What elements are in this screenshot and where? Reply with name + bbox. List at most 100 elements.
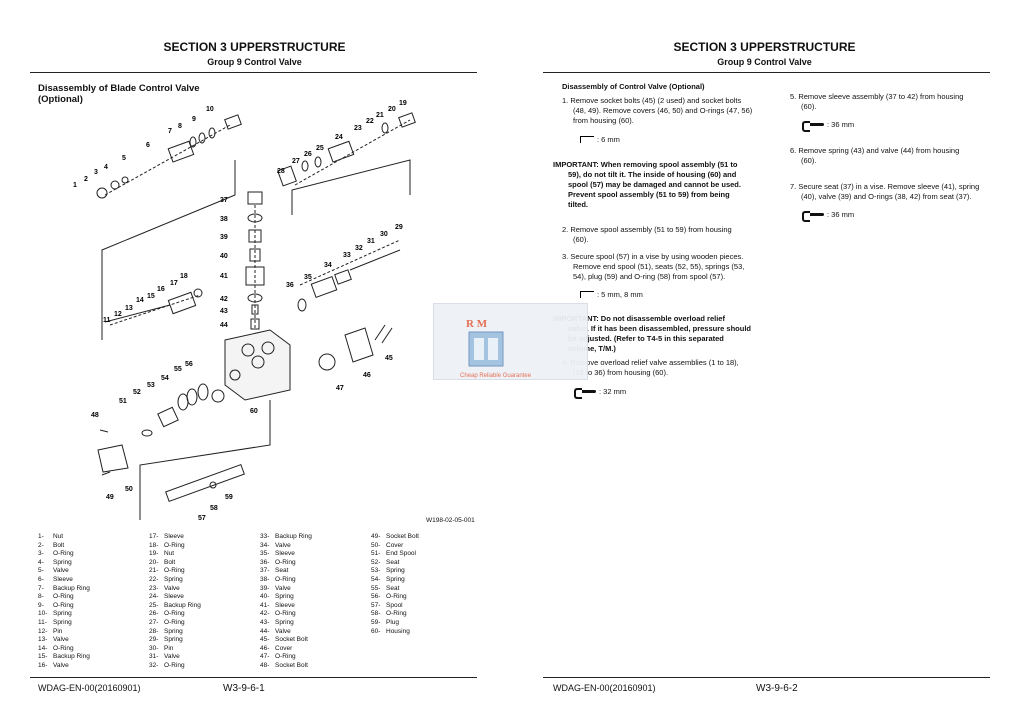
note-line: 59), do not tilt it. The inside of housi…	[568, 170, 737, 179]
legend-part-number: 55-	[371, 584, 381, 592]
legend-row: 15- Backup Ring	[38, 653, 90, 662]
legend-row: 56-O-Ring	[371, 593, 419, 602]
callout-label: 39	[220, 234, 228, 241]
legend-part-name: O-Ring	[386, 593, 407, 601]
step-5: 5. Remove sleeve assembly (37 to 42) fro…	[790, 92, 963, 112]
tool-size: : 36 mm	[827, 210, 855, 219]
legend-part-number: 7-	[38, 584, 44, 592]
legend-row: 27-O-Ring	[149, 619, 201, 628]
tool-spec-7: : 36 mm	[802, 210, 855, 222]
wrench-icon	[574, 387, 596, 399]
legend-part-name: Socket Bolt	[386, 533, 419, 540]
legend-row: 22-Spring	[149, 576, 201, 585]
legend-part-name: Valve	[275, 627, 291, 635]
legend-part-name: Spring	[164, 627, 183, 635]
wrench-icon	[802, 210, 824, 222]
step-line: (19 to 36) from housing (60).	[573, 368, 669, 377]
legend-part-number: 26-	[149, 610, 159, 618]
legend-part-number: 54-	[371, 575, 381, 583]
legend-part-number: 50-	[371, 541, 381, 549]
legend-row: 25-Backup Ring	[149, 602, 201, 611]
callout-label: 58	[210, 505, 218, 512]
legend-part-number: 24-	[149, 593, 159, 601]
callout-label: 38	[220, 216, 228, 223]
legend-part-name: O-Ring	[275, 653, 296, 661]
legend-part-number: 16-	[38, 661, 48, 669]
important-note-2: IMPORTANT: Do not disassemble overload r…	[553, 314, 751, 354]
legend-part-name: O-Ring	[275, 575, 296, 583]
legend-part-name: End Spool	[386, 550, 416, 558]
callout-label: 26	[304, 151, 312, 158]
legend-row: 10-Spring	[38, 610, 90, 619]
legend-part-name: O-Ring	[275, 558, 296, 566]
step-line: Remove end spool (51), seats (52, 55), s…	[573, 262, 745, 271]
step-line: (60).	[801, 102, 817, 111]
legend-row: 6-Sleeve	[38, 576, 90, 585]
callout-label: 21	[376, 112, 384, 119]
callout-label: 51	[119, 398, 127, 405]
legend-part-number: 4-	[38, 558, 44, 566]
legend-row: 20-Bolt	[149, 559, 201, 568]
step-6: 6. Remove spring (43) and valve (44) fro…	[790, 146, 959, 166]
callout-label: 15	[147, 293, 155, 300]
footer-doc-code: WDAG-EN-00(20160901)	[553, 683, 656, 693]
legend-row: 45-Socket Bolt	[260, 636, 312, 645]
legend-part-number: 52-	[371, 558, 381, 566]
legend-row: 51-End Spool	[371, 550, 419, 559]
legend-part-number: 14-	[38, 644, 48, 652]
legend-part-number: 43-	[260, 618, 270, 626]
footer-page-number: W3-9-6-2	[756, 683, 798, 694]
legend-row: 11-Spring	[38, 619, 90, 628]
legend-part-name: Backup Ring	[53, 653, 90, 661]
legend-row: 44-Valve	[260, 628, 312, 637]
legend-part-number: 28-	[149, 627, 159, 635]
step-line: (60).	[573, 235, 589, 244]
callout-label: 59	[225, 494, 233, 501]
callout-label: 52	[133, 389, 141, 396]
legend-part-name: Valve	[53, 661, 69, 669]
legend-row: 53-Spring	[371, 567, 419, 576]
step-line: from housing (60).	[573, 116, 634, 125]
legend-part-name: Valve	[53, 636, 69, 644]
legend-part-number: 29-	[149, 636, 159, 644]
legend-part-name: Nut	[164, 550, 175, 558]
callout-label: 25	[316, 145, 324, 152]
legend-row: 48-Socket Bolt	[260, 662, 312, 671]
step-3: 3. Secure spool (57) in a vise by using …	[562, 252, 744, 282]
legend-part-name: Socket Bolt	[275, 636, 308, 644]
callout-label: 57	[198, 515, 206, 522]
legend-part-name: Sleeve	[53, 575, 73, 583]
callout-label: 12	[114, 311, 122, 318]
legend-part-number: 13-	[38, 636, 48, 644]
legend-part-name: Spring	[386, 567, 405, 575]
callout-label: 1	[73, 182, 77, 189]
group-title: Group 9 Control Valve	[207, 57, 302, 67]
footer-rule	[543, 677, 990, 678]
legend-part-number: 20-	[149, 558, 159, 566]
legend-part-number: 49-	[371, 533, 381, 540]
legend-row: 59-Plug	[371, 619, 419, 628]
legend-part-name: Valve	[53, 567, 69, 575]
legend-part-name: O-Ring	[53, 550, 74, 558]
step-line: 6. Remove spring (43) and valve (44) fro…	[790, 146, 960, 155]
note-line: Prevent spool assembly (51 to 59) from b…	[568, 190, 730, 199]
legend-row: 30-Pin	[149, 645, 201, 654]
note-line: IMPORTANT: Do not disassemble overload r…	[553, 314, 725, 323]
legend-part-number: 15-	[38, 653, 48, 661]
legend-part-name: Bolt	[53, 541, 65, 549]
callout-label: 13	[125, 305, 133, 312]
footer-rule	[30, 677, 477, 678]
legend-part-number: 27-	[149, 618, 159, 626]
legend-part-number: 8-	[38, 593, 44, 601]
callout-label: 6	[146, 142, 150, 149]
rm-logo-icon: R M	[466, 318, 504, 367]
legend-part-name: Backup Ring	[164, 601, 201, 609]
note-line: tilted.	[568, 200, 588, 209]
note-line: be adjusted. (Refer to T4-5 in this sepa…	[568, 334, 724, 343]
legend-row: 31-Valve	[149, 653, 201, 662]
legend-part-number: 40-	[260, 593, 270, 601]
header-rule	[543, 72, 990, 73]
legend-part-number: 42-	[260, 610, 270, 618]
